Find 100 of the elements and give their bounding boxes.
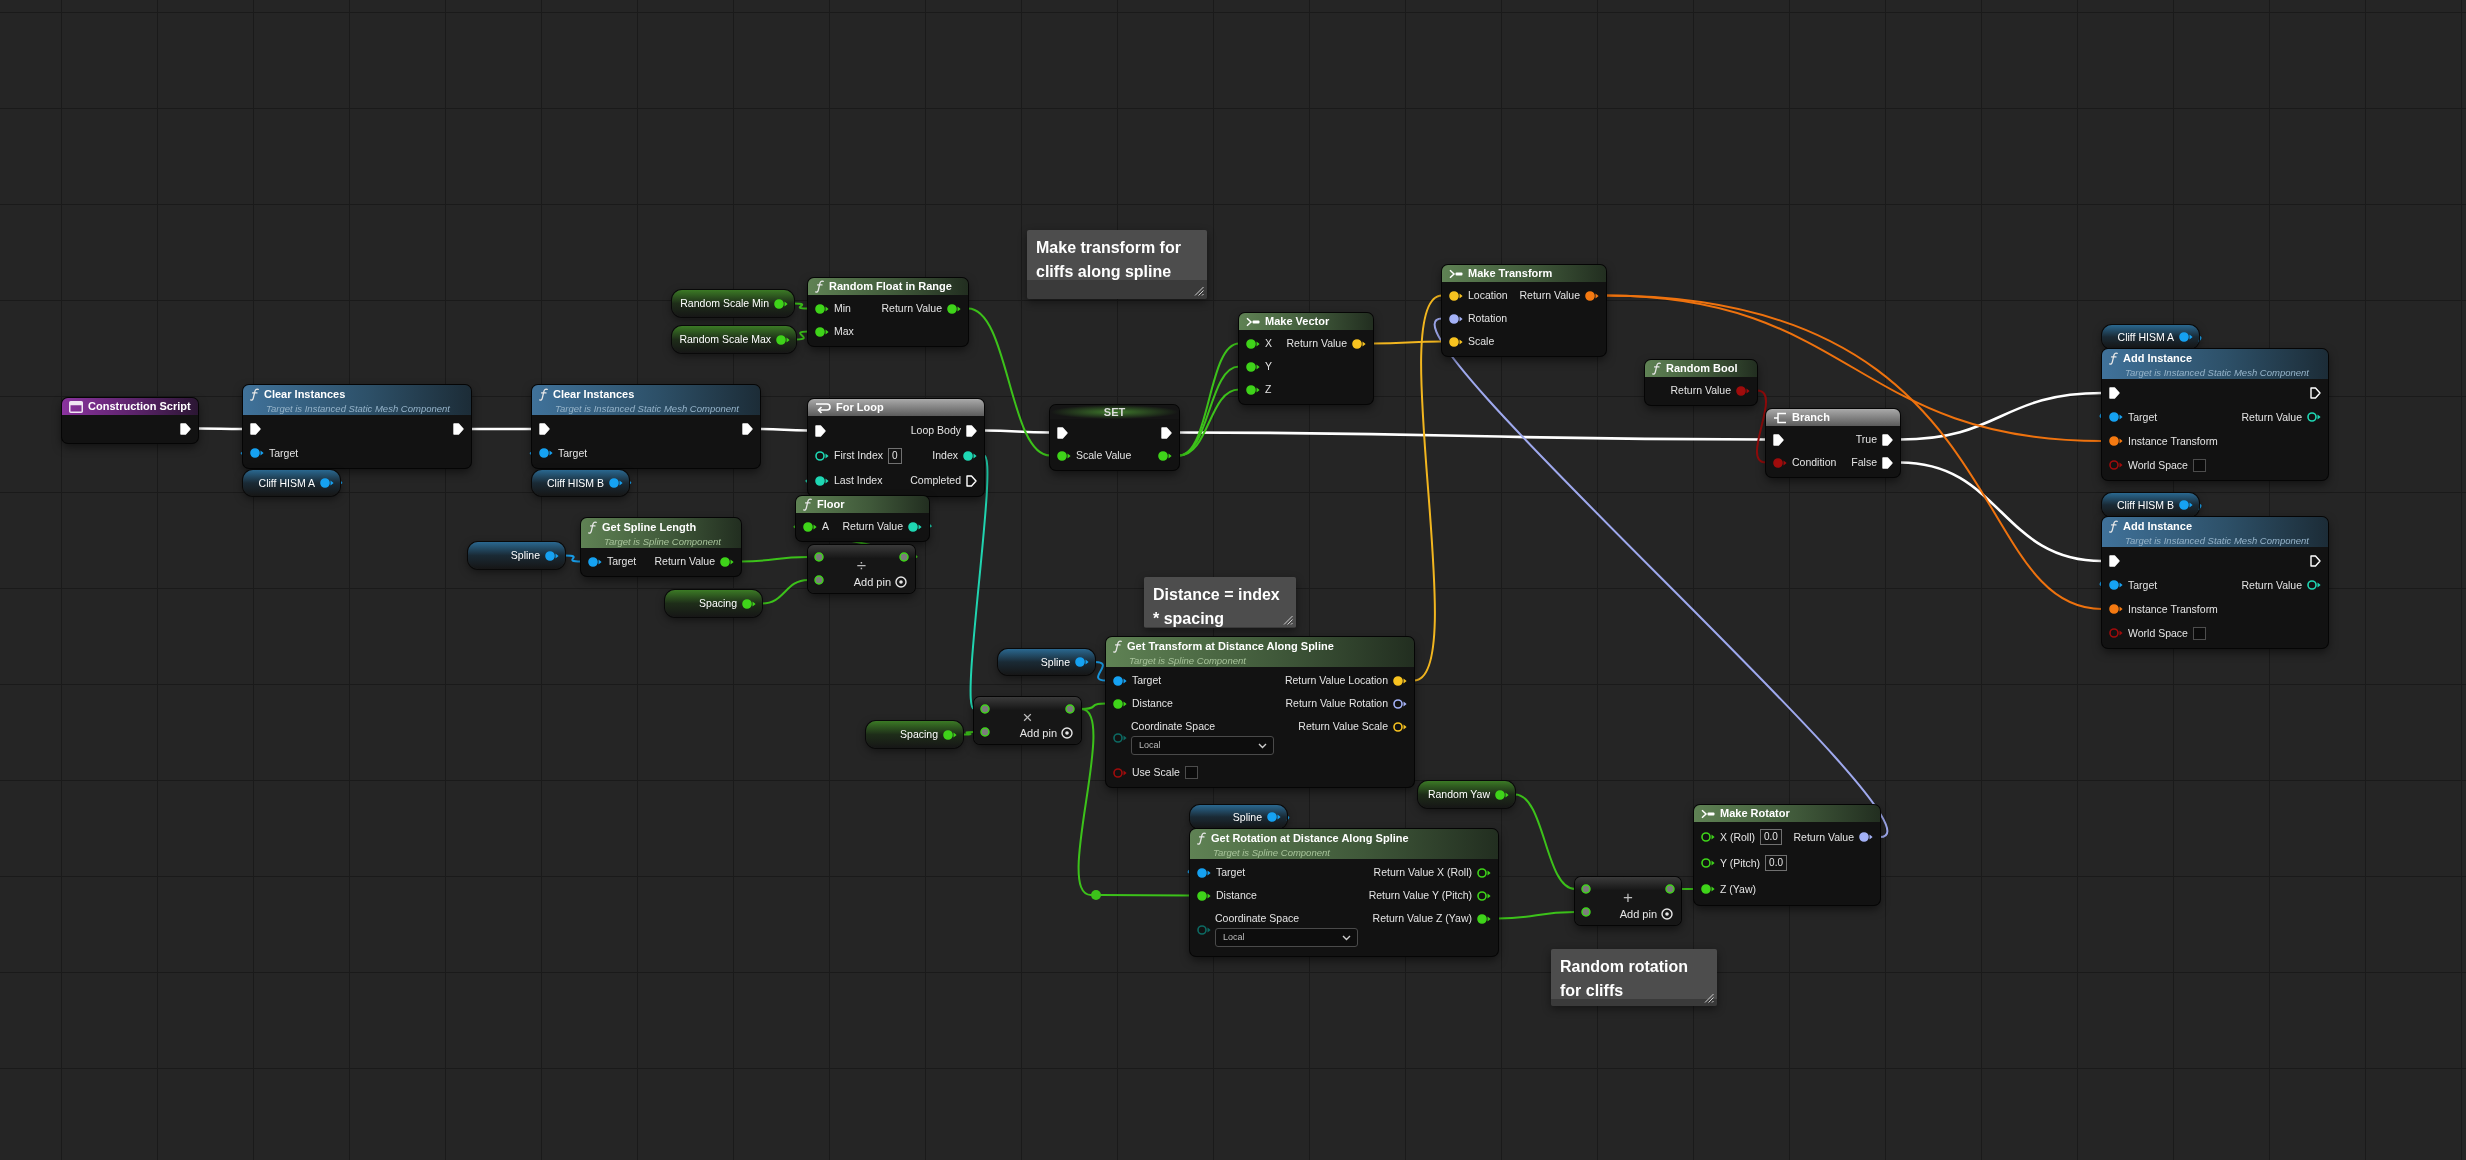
- variable-name: Spacing: [699, 598, 737, 609]
- comment-text: Distance = index * spacing: [1153, 586, 1280, 627]
- pin-label: Y: [1265, 361, 1272, 372]
- node-subtitle: Target is Spline Component: [1213, 848, 1330, 858]
- node-title: Get Spline Length: [602, 522, 697, 533]
- pin-label: Coordinate Space: [1215, 912, 1301, 924]
- comment-box: [1027, 230, 1207, 299]
- node-subtitle: Target is Instanced Static Mesh Component: [266, 404, 450, 414]
- pin-label: Coordinate Space: [1131, 720, 1217, 732]
- wire: [469, 427, 534, 431]
- pin-label: Rotation: [1468, 313, 1508, 324]
- add-pin-label: Add pin: [853, 576, 891, 588]
- node-title: Construction Script: [88, 401, 191, 412]
- variable-name: Spacing: [900, 729, 938, 740]
- node-subtitle: Target is Instanced Static Mesh Component: [555, 404, 739, 414]
- macro-node: [808, 399, 984, 496]
- make-struct-node: [1239, 313, 1373, 404]
- pin-label: Distance: [1132, 698, 1173, 709]
- pin-label: Return Value Location: [1284, 675, 1388, 686]
- node-title: Floor: [817, 499, 845, 510]
- wire: [1094, 661, 1107, 682]
- pin-label: Completed: [910, 475, 961, 486]
- pin-label: Target: [269, 447, 299, 459]
- variable-name: Random Scale Max: [679, 334, 771, 345]
- wire: [967, 307, 1051, 457]
- pin-label: Condition: [1792, 457, 1837, 468]
- pin-label: World Space: [2128, 627, 2188, 639]
- variable-name: Cliff HISM B: [547, 477, 604, 489]
- pin-label: Return Value: [842, 521, 903, 532]
- variable-node: [672, 290, 794, 317]
- wire: [962, 731, 975, 736]
- wire: [1514, 793, 1576, 890]
- wire: [1434, 317, 1888, 838]
- variable-name: Random Yaw: [1427, 789, 1490, 800]
- pin-label: Use Scale: [1132, 767, 1180, 778]
- variable-node: [665, 590, 762, 617]
- wire: [1898, 461, 2104, 563]
- wire: [1178, 388, 1240, 457]
- operator-node: [974, 697, 1081, 744]
- pin-label: First Index: [834, 450, 883, 461]
- pin-label: Return Value: [1670, 385, 1731, 396]
- comment-text: Random rotation for cliffs: [1560, 958, 1688, 999]
- pin-label: Location: [1468, 290, 1508, 301]
- node-title: Get Rotation at Distance Along Spline: [1211, 833, 1409, 844]
- wire: [1177, 431, 1768, 441]
- pure-function-node: [1106, 637, 1414, 787]
- event-node: [62, 398, 198, 443]
- pure-function-node: [581, 518, 741, 576]
- pin-label: Min: [834, 303, 851, 314]
- wire: [1077, 708, 1095, 896]
- wire: [793, 302, 809, 310]
- pin-label: False: [1851, 457, 1877, 468]
- variable-node: [1190, 805, 1287, 829]
- variable-node: [866, 721, 963, 748]
- pin-label: Target: [1132, 675, 1162, 686]
- pin-label: Loop Body: [910, 425, 961, 436]
- pin-label: Target: [1216, 867, 1246, 878]
- pin-label: Return Value X (Roll): [1373, 867, 1472, 878]
- dropdown: Local: [1215, 928, 1358, 948]
- pin-label: Return Value: [2241, 579, 2302, 591]
- wire: [1413, 294, 1443, 682]
- wire: [1680, 888, 1695, 890]
- pure-function-node: [1645, 360, 1757, 405]
- pin-label: Return Value: [881, 303, 942, 314]
- pin-label: Instance Transform: [2128, 603, 2218, 615]
- variable-node: [532, 470, 629, 496]
- make-struct-node: [1694, 805, 1880, 905]
- node-title: Random Bool: [1666, 363, 1738, 374]
- pin-label: X: [1265, 338, 1272, 349]
- pin-label: Return Value Scale: [1298, 721, 1388, 732]
- wire: [969, 454, 989, 710]
- pin-label: Return Value: [1286, 338, 1347, 349]
- setter-node: [1050, 405, 1179, 470]
- pin-label: Return Value: [1519, 290, 1580, 301]
- wire: [795, 330, 809, 341]
- wire: [1898, 391, 2104, 441]
- wire: [1100, 894, 1191, 897]
- function-node: [532, 385, 760, 468]
- variable-node: [468, 542, 565, 569]
- wire: [1372, 340, 1443, 345]
- node-title: For Loop: [836, 402, 884, 413]
- operator-node: [808, 545, 915, 593]
- node-title: Make Transform: [1468, 268, 1553, 279]
- wire: [196, 427, 245, 431]
- reroute-knot: [1091, 890, 1101, 900]
- operator-symbol: ×: [1022, 709, 1033, 726]
- pure-function-node: [1190, 829, 1498, 956]
- wire: [758, 427, 810, 432]
- wire: [982, 429, 1052, 434]
- comment-box: [1551, 949, 1717, 1006]
- pin-label: Return Value: [2241, 411, 2302, 423]
- pin-label: True: [1855, 434, 1877, 445]
- node-title: Clear Instances: [553, 389, 635, 400]
- pin-label: Max: [834, 326, 854, 337]
- pin-label: World Space: [2128, 459, 2188, 471]
- pin-label: Instance Transform: [2128, 435, 2218, 447]
- pure-function-node: [808, 278, 968, 346]
- dropdown: Local: [1131, 736, 1274, 756]
- pin-label: Target: [558, 447, 588, 459]
- variable-name: Spline: [510, 550, 540, 561]
